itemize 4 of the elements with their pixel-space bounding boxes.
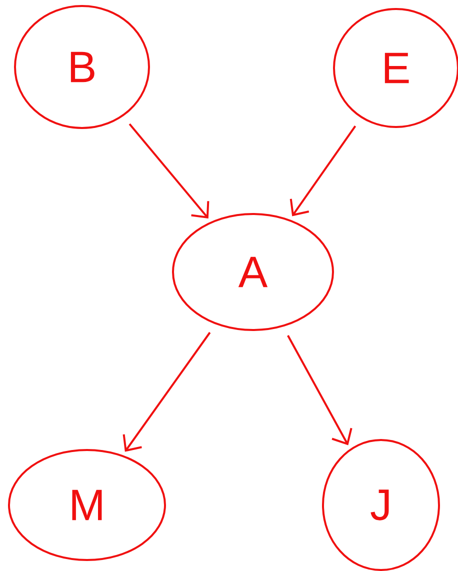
arrow [128, 123, 210, 219]
arrow [122, 332, 211, 452]
arrow [287, 335, 352, 446]
arrow [290, 126, 356, 216]
